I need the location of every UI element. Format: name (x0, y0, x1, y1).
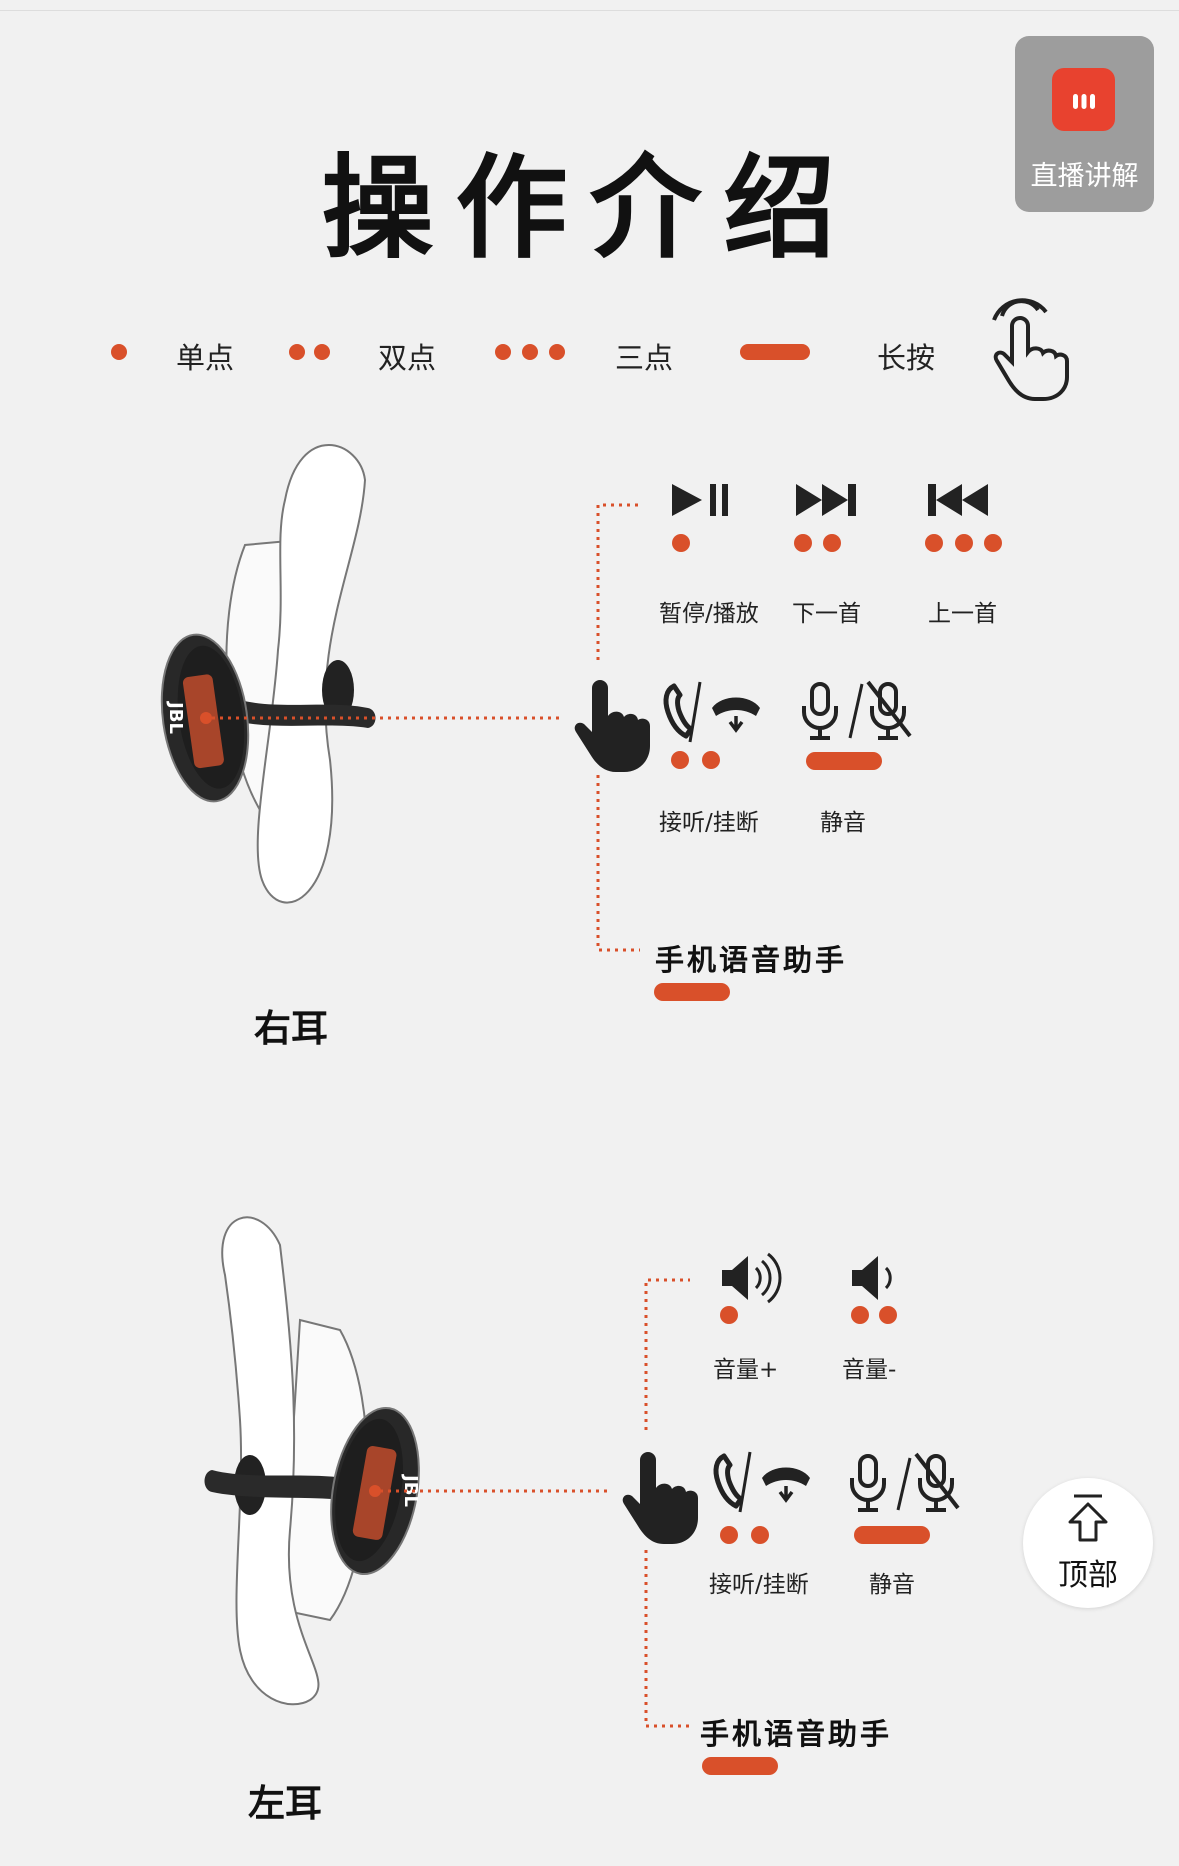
right-call-dots (671, 751, 720, 769)
right-assistant-label: 手机语音助手 (655, 943, 848, 977)
left-ear-label: 左耳 (248, 1782, 322, 1825)
right-mute-bar (806, 752, 882, 770)
right-play-pause-dot (672, 534, 690, 552)
right-connector-lines (212, 503, 640, 952)
top-divider (0, 10, 1179, 11)
right-mic-off-icon (866, 680, 912, 740)
left-vol-down-label: 音量- (842, 1357, 897, 1383)
left-assistant-label: 手机语音助手 (700, 1717, 893, 1751)
legend-triple-dots (495, 344, 565, 360)
legend-double-label: 双点 (378, 341, 437, 375)
arrow-up-icon (1068, 1494, 1108, 1542)
live-explain-button[interactable]: 直播讲解 (1015, 36, 1154, 212)
right-play-pause-label: 暂停/播放 (659, 601, 759, 627)
right-hand-icon (574, 680, 650, 772)
left-hand-icon (622, 1452, 698, 1544)
right-next-dots (794, 534, 841, 552)
left-earbud-logo: JBL (400, 1473, 421, 1507)
legend-triple-label: 三点 (615, 341, 674, 375)
left-call-dots (720, 1526, 769, 1544)
right-earbud-logo: JBL (165, 700, 186, 734)
back-to-top-label: 顶部 (1058, 1558, 1118, 1593)
left-mic-off-icon (914, 1452, 960, 1512)
right-prev-dots (925, 534, 1002, 552)
legend-long-label: 长按 (877, 341, 936, 375)
right-call-icon (666, 682, 760, 742)
left-call-label: 接听/挂断 (709, 1572, 809, 1598)
legend-double-dots (289, 344, 330, 360)
right-assistant-bar (654, 983, 730, 1001)
right-next-label: 下一首 (792, 601, 861, 627)
right-prev-icon (928, 484, 988, 516)
right-call-label: 接听/挂断 (659, 810, 759, 836)
page-title: 操作介绍 (321, 144, 858, 274)
legend-single-label: 单点 (176, 341, 235, 375)
live-explain-label: 直播讲解 (1030, 161, 1139, 192)
legend-single-dot (111, 344, 127, 360)
back-to-top-button[interactable]: 顶部 (1023, 1478, 1153, 1608)
left-vol-up-icon (722, 1252, 782, 1304)
left-vol-down-icon (852, 1256, 892, 1300)
right-ear-label: 右耳 (254, 1007, 328, 1050)
left-vol-up-dot (720, 1306, 738, 1324)
left-assistant-bar (702, 1757, 778, 1775)
left-mic-icon (850, 1454, 886, 1512)
right-mute-slash (848, 683, 864, 739)
left-mute-slash (896, 1457, 912, 1511)
right-play-pause-icon (672, 484, 728, 516)
left-mute-bar (854, 1526, 930, 1544)
right-next-icon (796, 484, 856, 516)
left-vol-down-dots (851, 1306, 897, 1324)
left-vol-up-label: 音量+ (713, 1357, 779, 1383)
right-mute-label: 静音 (820, 810, 866, 836)
right-prev-label: 上一首 (928, 601, 997, 627)
left-call-icon (716, 1452, 810, 1512)
right-mic-icon (802, 682, 838, 740)
left-connector-lines (380, 1278, 690, 1728)
legend-long-press-bar (740, 344, 810, 360)
right-earbud-illustration: JBL (160, 444, 376, 904)
live-icon (1052, 68, 1115, 131)
touch-hand-icon (992, 298, 1069, 401)
left-mute-label: 静音 (869, 1572, 915, 1598)
left-earbud-illustration: JBL (204, 1216, 421, 1706)
